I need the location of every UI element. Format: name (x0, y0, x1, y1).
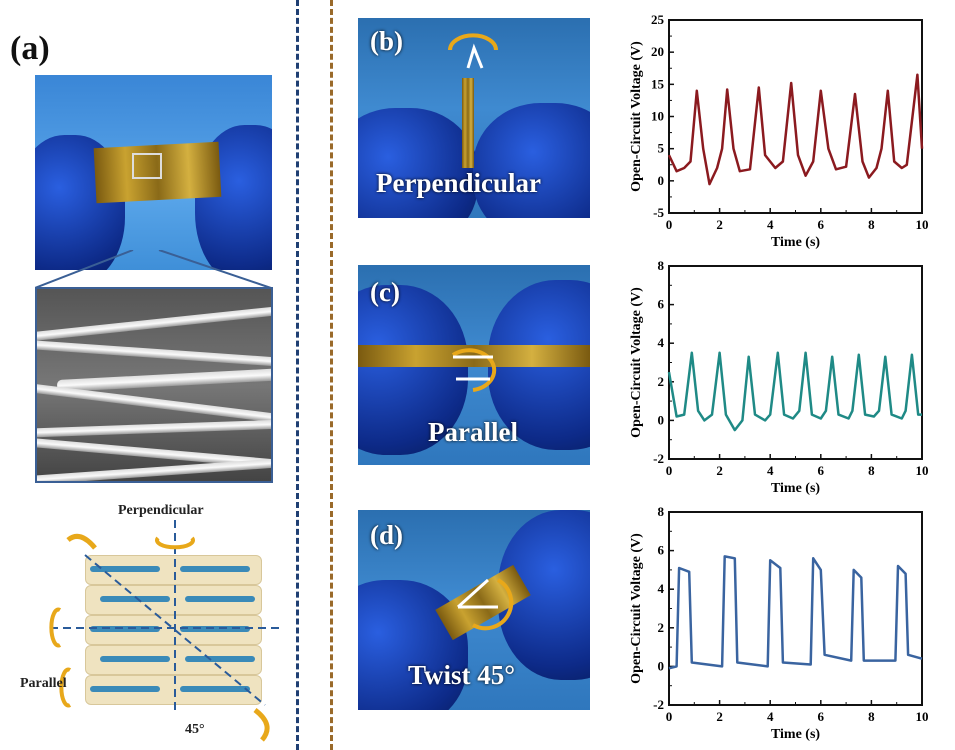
x-tick-label: 2 (716, 709, 723, 724)
y-tick-label: 0 (658, 412, 665, 427)
y-tick-label: 4 (658, 581, 665, 596)
x-tick-label: 8 (868, 709, 875, 724)
x-tick-label: 6 (818, 217, 825, 232)
x-tick-label: 8 (868, 217, 875, 232)
plot-frame (668, 511, 923, 706)
panel-a-photo (35, 75, 272, 270)
y-tick-label: 2 (658, 620, 665, 635)
x-tick-label: 4 (767, 217, 774, 232)
x-tick-label: 10 (916, 217, 929, 232)
zoom-lines (35, 250, 272, 289)
y-tick-label: 4 (658, 335, 665, 350)
x-tick-label: 4 (767, 463, 774, 478)
panel-c-caption: Parallel (428, 417, 518, 447)
y-tick-label: 8 (658, 258, 665, 273)
panel-c-photo: (c) Parallel (358, 265, 590, 465)
y-tick-label: 5 (658, 141, 665, 156)
voltage-series-line (668, 555, 923, 670)
y-axis-label: Open-Circuit Voltage (V) (629, 41, 644, 192)
y-tick-label: -5 (653, 205, 664, 220)
zoom-box (132, 153, 162, 179)
panel-b-label: (b) (370, 26, 403, 56)
label-perpendicular: Perpendicular (118, 503, 204, 518)
y-tick-label: 15 (651, 76, 665, 91)
y-tick-label: 2 (658, 374, 665, 389)
voltage-series-line (667, 73, 924, 186)
x-axis-label: Time (s) (771, 235, 820, 250)
x-tick-label: 10 (916, 463, 929, 478)
y-axis-label: Open-Circuit Voltage (V) (629, 287, 644, 438)
y-tick-label: 0 (658, 658, 665, 673)
label-45-degree: 45° (185, 722, 205, 737)
orientation-diagram: Perpendicular Parallel 45° (20, 500, 290, 745)
panel-b-caption: Perpendicular (376, 168, 541, 198)
x-tick-label: 2 (716, 463, 723, 478)
y-tick-label: 6 (658, 543, 665, 558)
x-tick-label: 6 (818, 709, 825, 724)
y-tick-label: 10 (651, 109, 664, 124)
panel-d-label: (d) (370, 520, 403, 550)
panel-a-label: (a) (10, 30, 50, 67)
y-tick-label: -2 (653, 451, 664, 466)
y-tick-label: 25 (651, 12, 665, 27)
x-tick-label: 4 (767, 709, 774, 724)
sem-image (35, 287, 273, 483)
y-tick-label: 20 (651, 44, 664, 59)
y-tick-label: 0 (658, 173, 665, 188)
divider-brown (330, 0, 333, 750)
x-tick-label: 0 (666, 217, 673, 232)
x-tick-label: 0 (666, 463, 673, 478)
y-tick-label: -2 (653, 697, 664, 712)
panel-b-photo: (b) Perpendicular (358, 18, 590, 218)
x-tick-label: 0 (666, 709, 673, 724)
x-tick-label: 6 (818, 463, 825, 478)
divider-navy (296, 0, 299, 750)
x-tick-label: 8 (868, 463, 875, 478)
y-tick-label: 6 (658, 297, 665, 312)
x-tick-label: 2 (716, 217, 723, 232)
y-axis-label: Open-Circuit Voltage (V) (629, 533, 644, 684)
y-tick-label: 8 (658, 504, 665, 519)
label-parallel: Parallel (20, 676, 67, 691)
panel-d-photo: (d) Twist 45° (358, 510, 590, 710)
x-axis-label: Time (s) (771, 727, 820, 742)
panel-d-caption: Twist 45° (408, 660, 516, 690)
x-tick-label: 10 (916, 709, 929, 724)
x-axis-label: Time (s) (771, 481, 820, 496)
panel-c-label: (c) (370, 277, 400, 307)
voltage-series-line (667, 351, 922, 432)
